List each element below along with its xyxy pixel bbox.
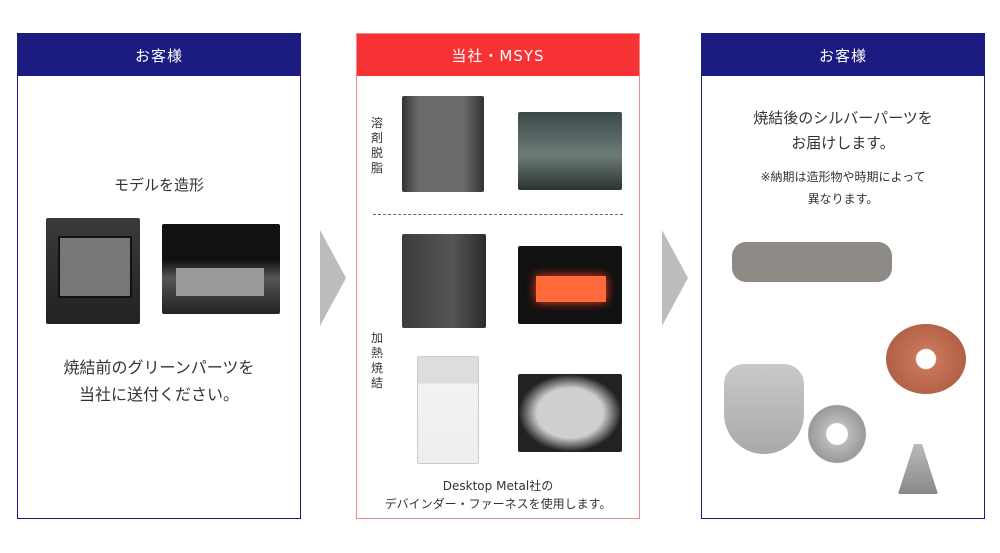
sintering-furnace-image: [417, 356, 479, 464]
caption-line: お届けします。: [791, 134, 895, 152]
panel-header: 当社・MSYS: [357, 34, 639, 76]
debind-label: 溶剤脱脂: [371, 116, 384, 175]
sinter-label: 加熱焼結: [371, 331, 384, 390]
cone-part-image: [898, 444, 938, 494]
note-line: ※納期は造形物や時期によって: [760, 170, 926, 184]
note-line: 異なります。: [807, 192, 879, 206]
step-caption: Desktop Metal社の デバインダー・ファーネスを使用します。: [357, 477, 639, 513]
caption-line: 当社に送付ください。: [78, 385, 239, 404]
step-caption: 焼結後のシルバーパーツを お届けします。: [702, 106, 984, 156]
3d-printer-image: [46, 218, 140, 324]
debinder-machine-image: [402, 96, 484, 192]
caption-line: 焼結後のシルバーパーツを: [753, 109, 933, 127]
flow-arrow: [662, 230, 688, 326]
heated-part-image: [518, 246, 622, 324]
panel-header: お客様: [702, 34, 984, 76]
metal-bracket-part-image: [732, 242, 892, 282]
delivery-note: ※納期は造形物や時期によって 異なります。: [702, 166, 984, 210]
caption-line: 焼結前のグリーンパーツを: [63, 358, 255, 377]
panel-header: お客様: [18, 34, 300, 76]
step-title: モデルを造形: [113, 176, 204, 194]
company-step-panel: 当社・MSYS 溶剤脱脂 加熱焼結 Desktop Metal社の デバインダー…: [356, 33, 640, 519]
customer-delivery-panel: お客様 焼結後のシルバーパーツを お届けします。 ※納期は造形物や時期によって …: [701, 33, 985, 519]
divider: [373, 214, 623, 215]
furnace-machine-image: [402, 234, 486, 328]
caption-line: デバインダー・ファーネスを使用します。: [384, 497, 612, 511]
threaded-fitting-part-image: [724, 364, 804, 454]
caption-line: Desktop Metal社の: [442, 479, 554, 493]
green-part-image: [162, 224, 280, 314]
customer-step-panel: お客様 モデルを造形 焼結前のグリーンパーツを 当社に送付ください。: [17, 33, 301, 519]
sintered-parts-tray-image: [518, 374, 622, 452]
copper-gear-part-image: [886, 324, 966, 394]
step-caption: 焼結前のグリーンパーツを 当社に送付ください。: [18, 354, 300, 408]
flow-arrow: [320, 230, 346, 326]
star-hub-part-image: [802, 402, 872, 466]
debind-part-image: [518, 112, 622, 190]
